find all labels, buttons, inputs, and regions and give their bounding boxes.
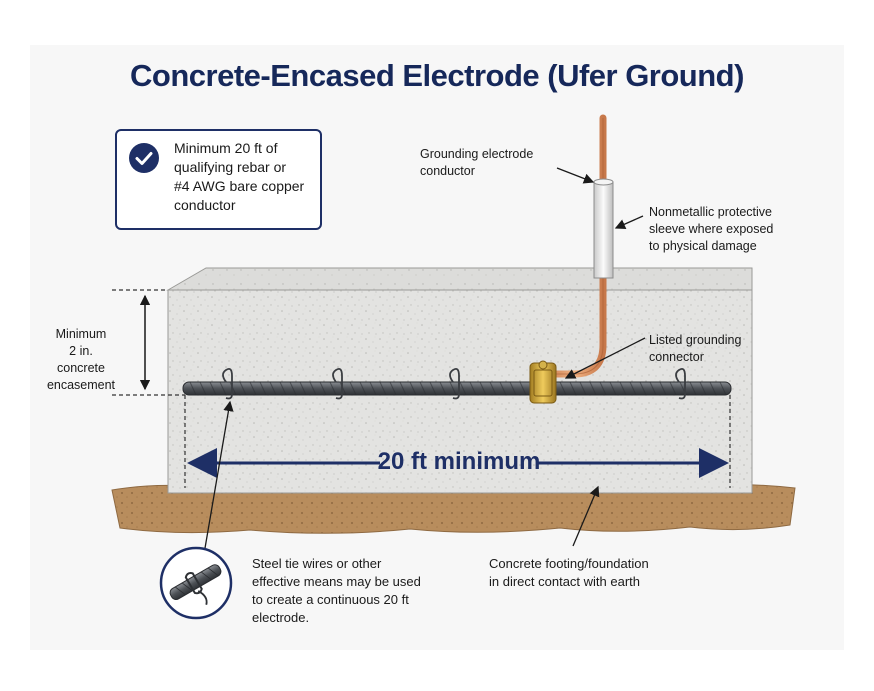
label-gec-line-1: Grounding electrode xyxy=(420,147,534,161)
label-sleeve-line-3: to physical damage xyxy=(649,239,757,253)
label-tie-line-2: effective means may be used xyxy=(252,574,421,589)
grounding-connector xyxy=(529,360,557,404)
requirement-note-text: Minimum 20 ft of qualifying rebar or #4 … xyxy=(174,139,320,215)
label-sleeve-line-1: Nonmetallic protective xyxy=(649,205,772,219)
label-tie-line-1: Steel tie wires or other xyxy=(252,556,382,571)
note-line-1: Minimum 20 ft of xyxy=(174,140,278,156)
label-tie-wires: Steel tie wires or other effective means… xyxy=(252,555,421,627)
label-connector-line-1: Listed grounding xyxy=(649,333,742,347)
rebar xyxy=(182,381,732,396)
tie-wire-4 xyxy=(675,367,686,400)
label-footing-line-1: Concrete footing/foundation xyxy=(489,556,649,571)
label-min-enc-line-2: 2 in. xyxy=(69,344,93,358)
leader-footing xyxy=(572,485,600,547)
label-protective-sleeve: Nonmetallic protective sleeve where expo… xyxy=(649,204,773,255)
tie-wire-1 xyxy=(222,367,233,400)
leader-connector xyxy=(564,337,646,379)
label-connector-line-2: connector xyxy=(649,350,704,364)
label-concrete-footing: Concrete footing/foundation in direct co… xyxy=(489,555,649,591)
leader-tie-wire xyxy=(203,400,234,555)
leader-sleeve xyxy=(614,215,644,230)
tie-wire-3 xyxy=(449,367,460,400)
tie-wire-detail-icon xyxy=(159,546,233,620)
note-line-3: #4 AWG bare copper xyxy=(174,178,305,194)
label-min-enc-line-3: concrete xyxy=(57,361,105,375)
label-minimum-encasement: Minimum 2 in. concrete encasement xyxy=(36,326,126,394)
protective-sleeve xyxy=(593,178,614,279)
label-grounding-electrode-conductor: Grounding electrode conductor xyxy=(420,146,533,180)
label-tie-line-4: electrode. xyxy=(252,610,310,625)
label-footing-line-2: in direct contact with earth xyxy=(489,574,641,589)
note-line-2: qualifying rebar or xyxy=(174,159,287,175)
tie-wires xyxy=(222,367,686,400)
check-circle-icon xyxy=(129,143,159,173)
tie-wire-2 xyxy=(332,367,343,400)
label-sleeve-line-2: sleeve where exposed xyxy=(649,222,774,236)
label-tie-line-3: to create a continuous 20 ft xyxy=(252,592,409,607)
label-min-enc-line-1: Minimum xyxy=(55,327,107,341)
requirement-note-box: Minimum 20 ft of qualifying rebar or #4 … xyxy=(115,129,322,230)
label-min-enc-line-4: encasement xyxy=(46,378,116,392)
dimension-label-20ft: 20 ft minimum xyxy=(377,448,541,475)
label-grounding-connector: Listed grounding connector xyxy=(649,332,741,366)
leader-gec xyxy=(556,167,595,184)
label-gec-line-2: conductor xyxy=(420,164,475,178)
page-title: Concrete-Encased Electrode (Ufer Ground) xyxy=(130,58,744,93)
note-line-4: conductor xyxy=(174,197,236,213)
